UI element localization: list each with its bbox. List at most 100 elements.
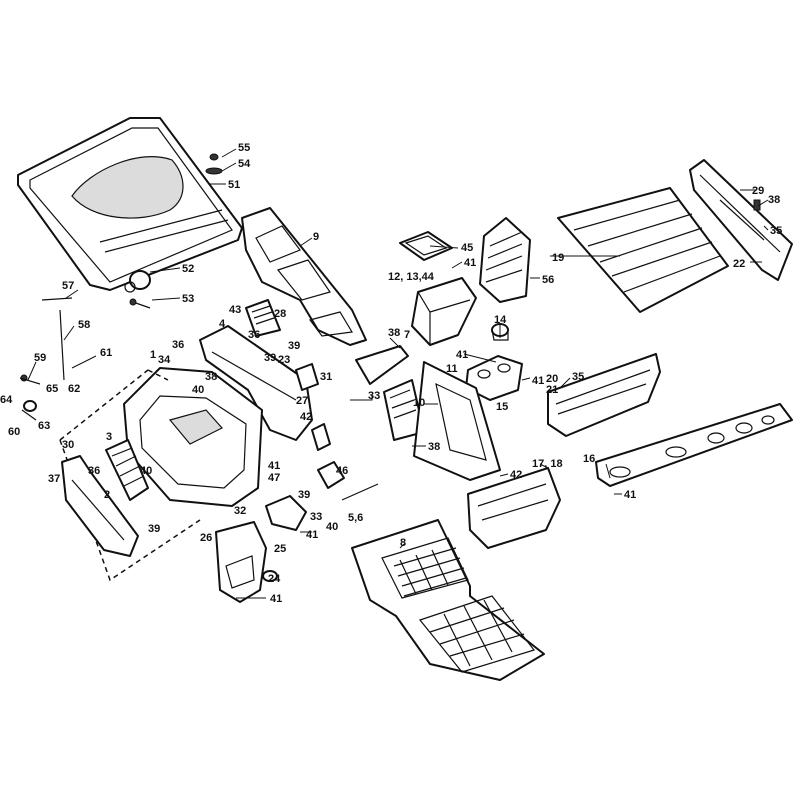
part-side-panel-20 [547,353,661,437]
callout-9: 9 [313,231,319,243]
callout-2: 2 [104,489,110,501]
part-dash-panel [241,207,367,346]
callout-12-13-44: 12, 13,44 [388,271,435,283]
callout-3: 3 [106,431,112,443]
callout-65: 65 [46,383,58,395]
callout-38a: 38 [768,194,780,206]
callout-24: 24 [268,573,281,585]
callout-7: 7 [404,329,410,341]
callout-47: 47 [268,472,280,484]
part-small-hardware [19,374,41,421]
callout-61: 61 [100,347,112,359]
part-bracket-46 [311,423,345,489]
callout-39b: 39 [148,523,160,535]
part-clip-53 [129,298,151,309]
callout-36b: 36 [172,339,184,351]
callout-36c: 36 [88,465,100,477]
callout-58: 58 [78,319,90,331]
callout-14: 14 [494,314,507,326]
callout-labels: 55 54 51 52 53 9 45 41 12, 13,44 56 19 2… [0,142,782,605]
callout-45: 45 [461,242,473,254]
callout-43: 43 [229,304,241,316]
part-storage-lid [399,231,453,261]
callout-62: 62 [68,383,80,395]
callout-55: 55 [238,142,250,154]
part-side-console [199,325,313,441]
callout-25: 25 [274,543,286,555]
callout-8: 8 [400,537,406,549]
callout-5-6: 5,6 [348,512,363,524]
callout-39c: 39 [298,489,310,501]
callout-15: 15 [496,401,508,413]
callout-22: 22 [733,258,745,270]
callout-19: 19 [552,252,564,264]
callout-23: 23 [278,354,290,366]
callout-20: 20 [546,373,558,385]
callout-56: 56 [542,274,554,286]
part-hardware-55-54 [205,153,223,175]
callout-31: 31 [320,371,332,383]
callout-41d: 41 [624,489,636,501]
callout-35b: 35 [572,371,584,383]
callout-38d: 38 [428,441,440,453]
part-base-plate [595,403,793,487]
callout-64: 64 [0,394,13,406]
part-small-plate-7 [355,345,409,385]
callout-33b: 33 [310,511,322,523]
callout-1: 1 [150,349,156,361]
callout-34: 34 [158,354,171,366]
part-seat-base [215,521,278,603]
callout-40a: 40 [192,384,204,396]
callout-38b: 38 [388,327,400,339]
callout-29: 29 [752,185,764,197]
callout-40c: 40 [326,521,338,533]
callout-36a: 36 [248,329,260,341]
callout-42a: 42 [300,411,312,423]
callout-51: 51 [228,179,240,191]
part-front-body [123,367,263,507]
callout-30: 30 [62,439,74,451]
callout-60: 60 [8,426,20,438]
part-storage-box [411,277,477,346]
callout-41f: 41 [306,529,318,541]
part-front-grille-3 [105,439,149,501]
callout-35a: 35 [770,225,782,237]
callout-41g: 41 [270,593,282,605]
callout-33a: 33 [368,390,380,402]
callout-42b: 42 [510,469,522,481]
callout-46: 46 [336,465,348,477]
callout-57: 57 [62,280,74,292]
part-mesh-insert [245,299,281,337]
callout-53: 53 [182,293,194,305]
callout-39-mid: 39 [264,352,276,364]
callout-63: 63 [38,420,50,432]
leader-lines [27,148,769,599]
part-bumper-bracket [61,455,139,557]
callout-39a: 39 [288,340,300,352]
part-side-rail [689,159,793,281]
part-floor-mat [351,519,545,681]
callout-28: 28 [274,308,286,320]
callout-26: 26 [200,532,212,544]
part-grille [479,217,531,303]
part-mount-32 [265,495,307,531]
callout-4: 4 [219,318,226,330]
callout-27: 27 [296,395,308,407]
callout-59: 59 [34,352,46,364]
callout-11: 11 [446,363,458,375]
part-rod-5-6 [341,483,379,501]
part-floor-panel [557,187,729,313]
callout-41a: 41 [464,257,476,269]
callout-40b: 40 [140,465,152,477]
part-rear-wall [413,361,501,481]
callout-52: 52 [182,263,194,275]
callout-37: 37 [48,473,60,485]
part-hood-cover [17,117,243,291]
callout-17-18: 17, 18 [532,458,563,470]
callout-21: 21 [546,384,558,396]
callout-16: 16 [583,453,595,465]
callout-41e: 41 [268,460,280,472]
part-bracket-31 [295,363,319,391]
callout-54: 54 [238,158,251,170]
